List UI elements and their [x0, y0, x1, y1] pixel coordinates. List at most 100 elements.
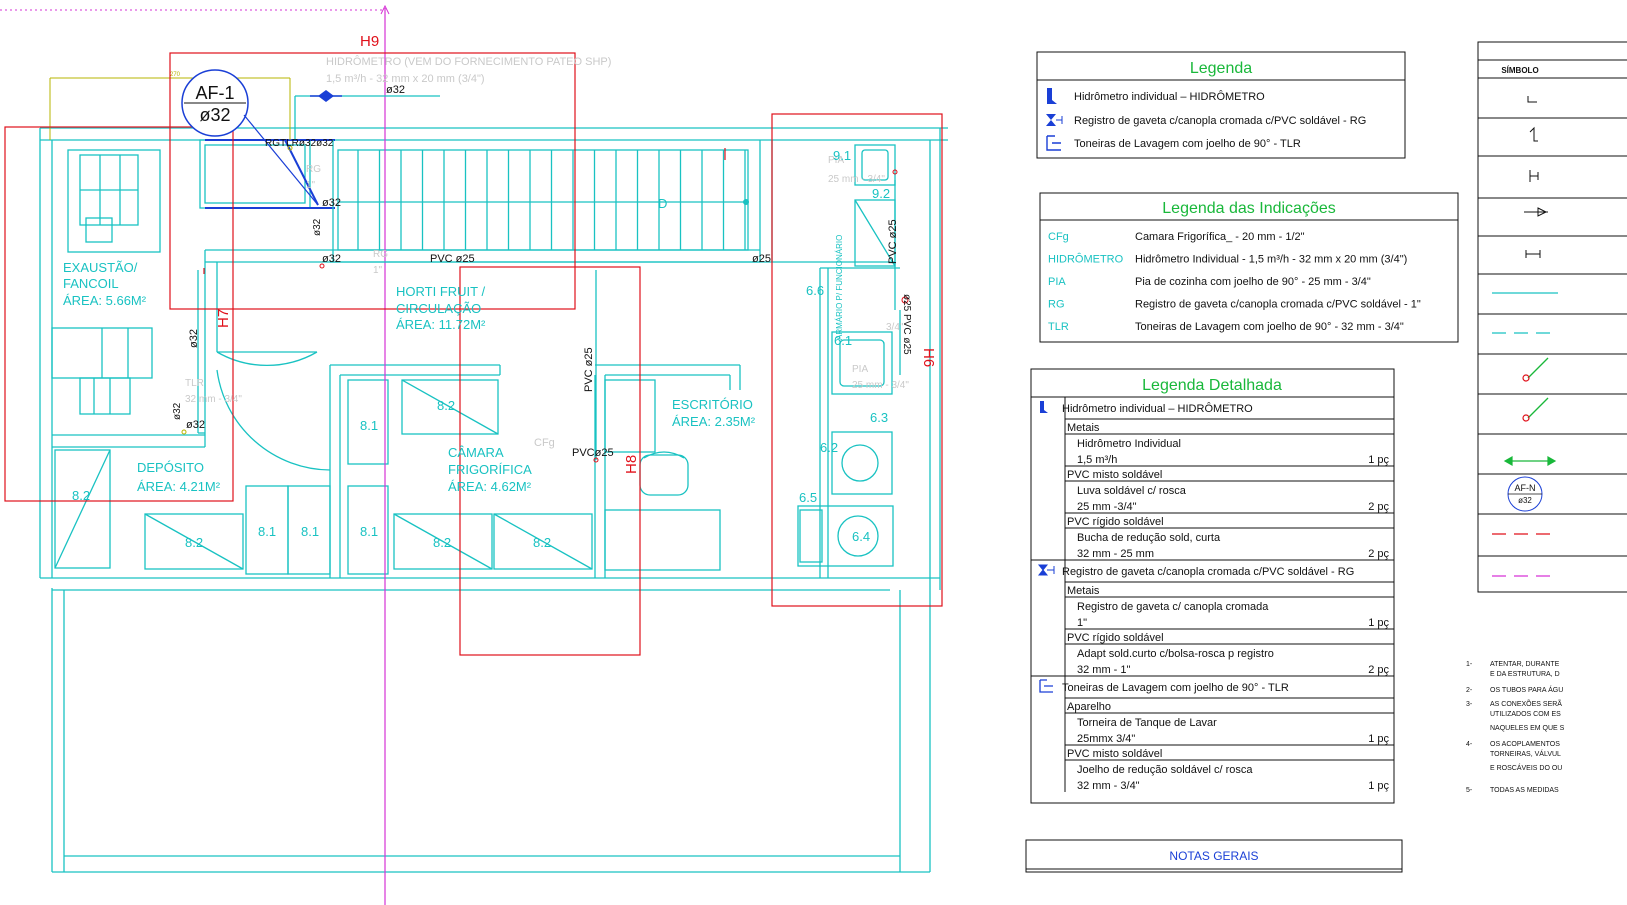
valve-markers: [181, 145, 909, 463]
pipe-label: RGTLRø32ø32: [265, 138, 334, 149]
symbol-tee-icon: [1529, 170, 1539, 182]
detailed-item: Registro de gaveta c/ canopla cromada: [1077, 601, 1269, 613]
pipe-label: ø32: [386, 84, 405, 96]
room-escritorio-name1: ESCRITÓRIO: [672, 397, 753, 412]
notes-title: NOTAS GERAIS: [1169, 849, 1258, 863]
detailed-item-spec: 32 mm - 1": [1077, 664, 1131, 676]
detailed-category: PVC rígido soldável: [1067, 632, 1164, 644]
symbol-table: SÍMBOLO AF-N ø32: [1477, 41, 1627, 593]
fixture-label: 6.2: [820, 440, 838, 455]
stairs: [337, 149, 749, 251]
locker-label: ARMÁRIO P/ FUNCIONÁRIO: [835, 235, 844, 340]
fixture-label: 6.6: [806, 283, 824, 298]
zone-h9-label: H9: [360, 33, 379, 50]
shaft-inner: [204, 144, 306, 204]
note-line: ATENTAR, DURANTE: [1490, 661, 1560, 668]
pipe-label: ø32: [322, 253, 341, 265]
detailed-item-spec: 32 mm - 3/4": [1077, 780, 1140, 792]
detailed-item-qty: 2 pç: [1368, 501, 1389, 513]
meter-icon: [1047, 88, 1057, 104]
riser-tag: AF-1 ø32: [181, 69, 319, 206]
symbol-header: SÍMBOLO: [1501, 66, 1538, 75]
zone-h6-label: H6: [920, 348, 937, 367]
legend-box: Legenda Hidrômetro individual – HIDRÔMET…: [1036, 51, 1406, 159]
note-line: E DA ESTRUTURA, D: [1490, 671, 1560, 678]
fancoil-equipment: [51, 149, 161, 415]
room-escritorio-area: ÁREA: 2.35M²: [672, 414, 756, 429]
indication-desc: Toneiras de Lavagem com joelho de 90° - …: [1135, 321, 1404, 333]
meter-note-line1: HIDRÔMETRO (VEM DO FORNECIMENTO PATEO SH…: [326, 55, 611, 68]
indication-code: CFg: [1048, 231, 1069, 243]
zone-frames: [4, 52, 943, 656]
room-labels: EXAUSTÃO/ FANCOIL ÁREA: 5.66M² HORTI FRU…: [63, 260, 756, 494]
room-camara-name1: CÂMARA: [448, 445, 504, 460]
fixture-label: 8.1: [360, 524, 378, 539]
meter-note-line2: 1,5 m³/h - 32 mm x 20 mm (3/4"): [326, 73, 485, 85]
room-horti-area: ÁREA: 11.72M²: [396, 317, 486, 332]
zone-h6-frame: [771, 113, 943, 607]
symbol-riser-down-icon: [1527, 397, 1549, 419]
detailed-item-qty: 2 pç: [1368, 664, 1389, 676]
faucet-icon: [1039, 679, 1053, 693]
zone-h7-frame: [4, 126, 234, 502]
detailed-category: Metais: [1067, 422, 1100, 434]
indication-code: HIDRÔMETRO: [1048, 253, 1124, 266]
note-line: OS TUBOS PARA ÁGU: [1490, 685, 1563, 694]
room-exaustao-name2: FANCOIL: [63, 276, 119, 291]
detailed-title: Legenda Detalhada: [1142, 377, 1282, 394]
note-line: UTILIZADOS COM ES: [1490, 711, 1561, 718]
note-number: 2-: [1466, 687, 1473, 694]
note-line: TORNEIRAS, VÁLVUL: [1490, 749, 1561, 758]
indications-box: Legenda das Indicações CFg Camara Frigorí…: [1039, 192, 1459, 343]
legend-item: Hidrômetro individual – HIDRÔMETRO: [1074, 90, 1265, 103]
pipe-label: ø32: [172, 402, 183, 420]
fixture-label: 9.2: [872, 186, 890, 201]
detailed-category: PVC misto soldável: [1067, 469, 1162, 481]
fixture-label: 9.1: [833, 148, 851, 163]
detailed-item-qty: 1 pç: [1368, 617, 1389, 629]
pipe-label: 25 mm - 3/4": [828, 174, 885, 185]
symbol-tag-name: AF-N: [1515, 483, 1536, 493]
pipe-label: ø32: [322, 197, 341, 209]
fixture-label: 8.1: [301, 524, 319, 539]
indication-desc: Pia de cozinha com joelho de 90° - 25 mm…: [1135, 276, 1371, 288]
pipe-label: PVCø25: [572, 447, 614, 459]
pipe-label: 1": [373, 265, 383, 276]
pipe-label: ø25: [752, 253, 771, 265]
riser-tag-name: AF-1: [195, 83, 234, 103]
symbol-elbow-up-icon: [1529, 126, 1538, 142]
detailed-item-qty: 1 pç: [1368, 780, 1389, 792]
room-exaustao-area: ÁREA: 5.66M²: [63, 293, 147, 308]
room-horti-name1: HORTI FRUIT /: [396, 284, 485, 299]
pipe-label: PVC ø25: [583, 347, 595, 392]
note-line: TODAS AS MEDIDAS: [1490, 787, 1559, 794]
fixture-label: 6.3: [870, 410, 888, 425]
room-camara-area: ÁREA: 4.62M²: [448, 479, 532, 494]
detailed-group-header: Registro de gaveta c/canopla cromada c/P…: [1062, 566, 1354, 578]
detailed-legend-box: Legenda Detalhada Hidrômetro individual …: [1030, 368, 1395, 804]
zone-h8-label: H8: [623, 455, 640, 474]
gate-valve-icon: [1037, 564, 1055, 576]
fixture-label: 8.1: [258, 524, 276, 539]
symbol-cap-icon: [1525, 250, 1541, 258]
floor-plan: 270: [0, 4, 948, 905]
pipe-label: 3/4": [886, 322, 904, 333]
detailed-item-spec: 1,5 m³/h: [1077, 454, 1117, 466]
detailed-item-qty: 2 pç: [1368, 548, 1389, 560]
indication-desc: Camara Frigorífica_ - 20 mm - 1/2": [1135, 231, 1305, 243]
shaft-box: [199, 139, 311, 209]
pipe-label: 1": [306, 180, 316, 191]
faucet-icon: [1046, 135, 1061, 151]
note-line: OS ACOPLAMENTOS: [1490, 741, 1560, 748]
zone-h9-frame: [169, 52, 576, 310]
pipe-label: 25 mm - 3/4": [852, 380, 909, 391]
room-deposito-area: ÁREA: 4.21M²: [137, 479, 221, 494]
zone-h8-frame: [459, 266, 641, 656]
indications-title: Legenda das Indicações: [1162, 200, 1335, 217]
room-deposito-name1: DEPÓSITO: [137, 460, 204, 475]
symbol-reducer-icon: [1524, 207, 1548, 217]
fixture-label: 6.5: [799, 490, 817, 505]
pipe-label: RG: [306, 164, 321, 175]
